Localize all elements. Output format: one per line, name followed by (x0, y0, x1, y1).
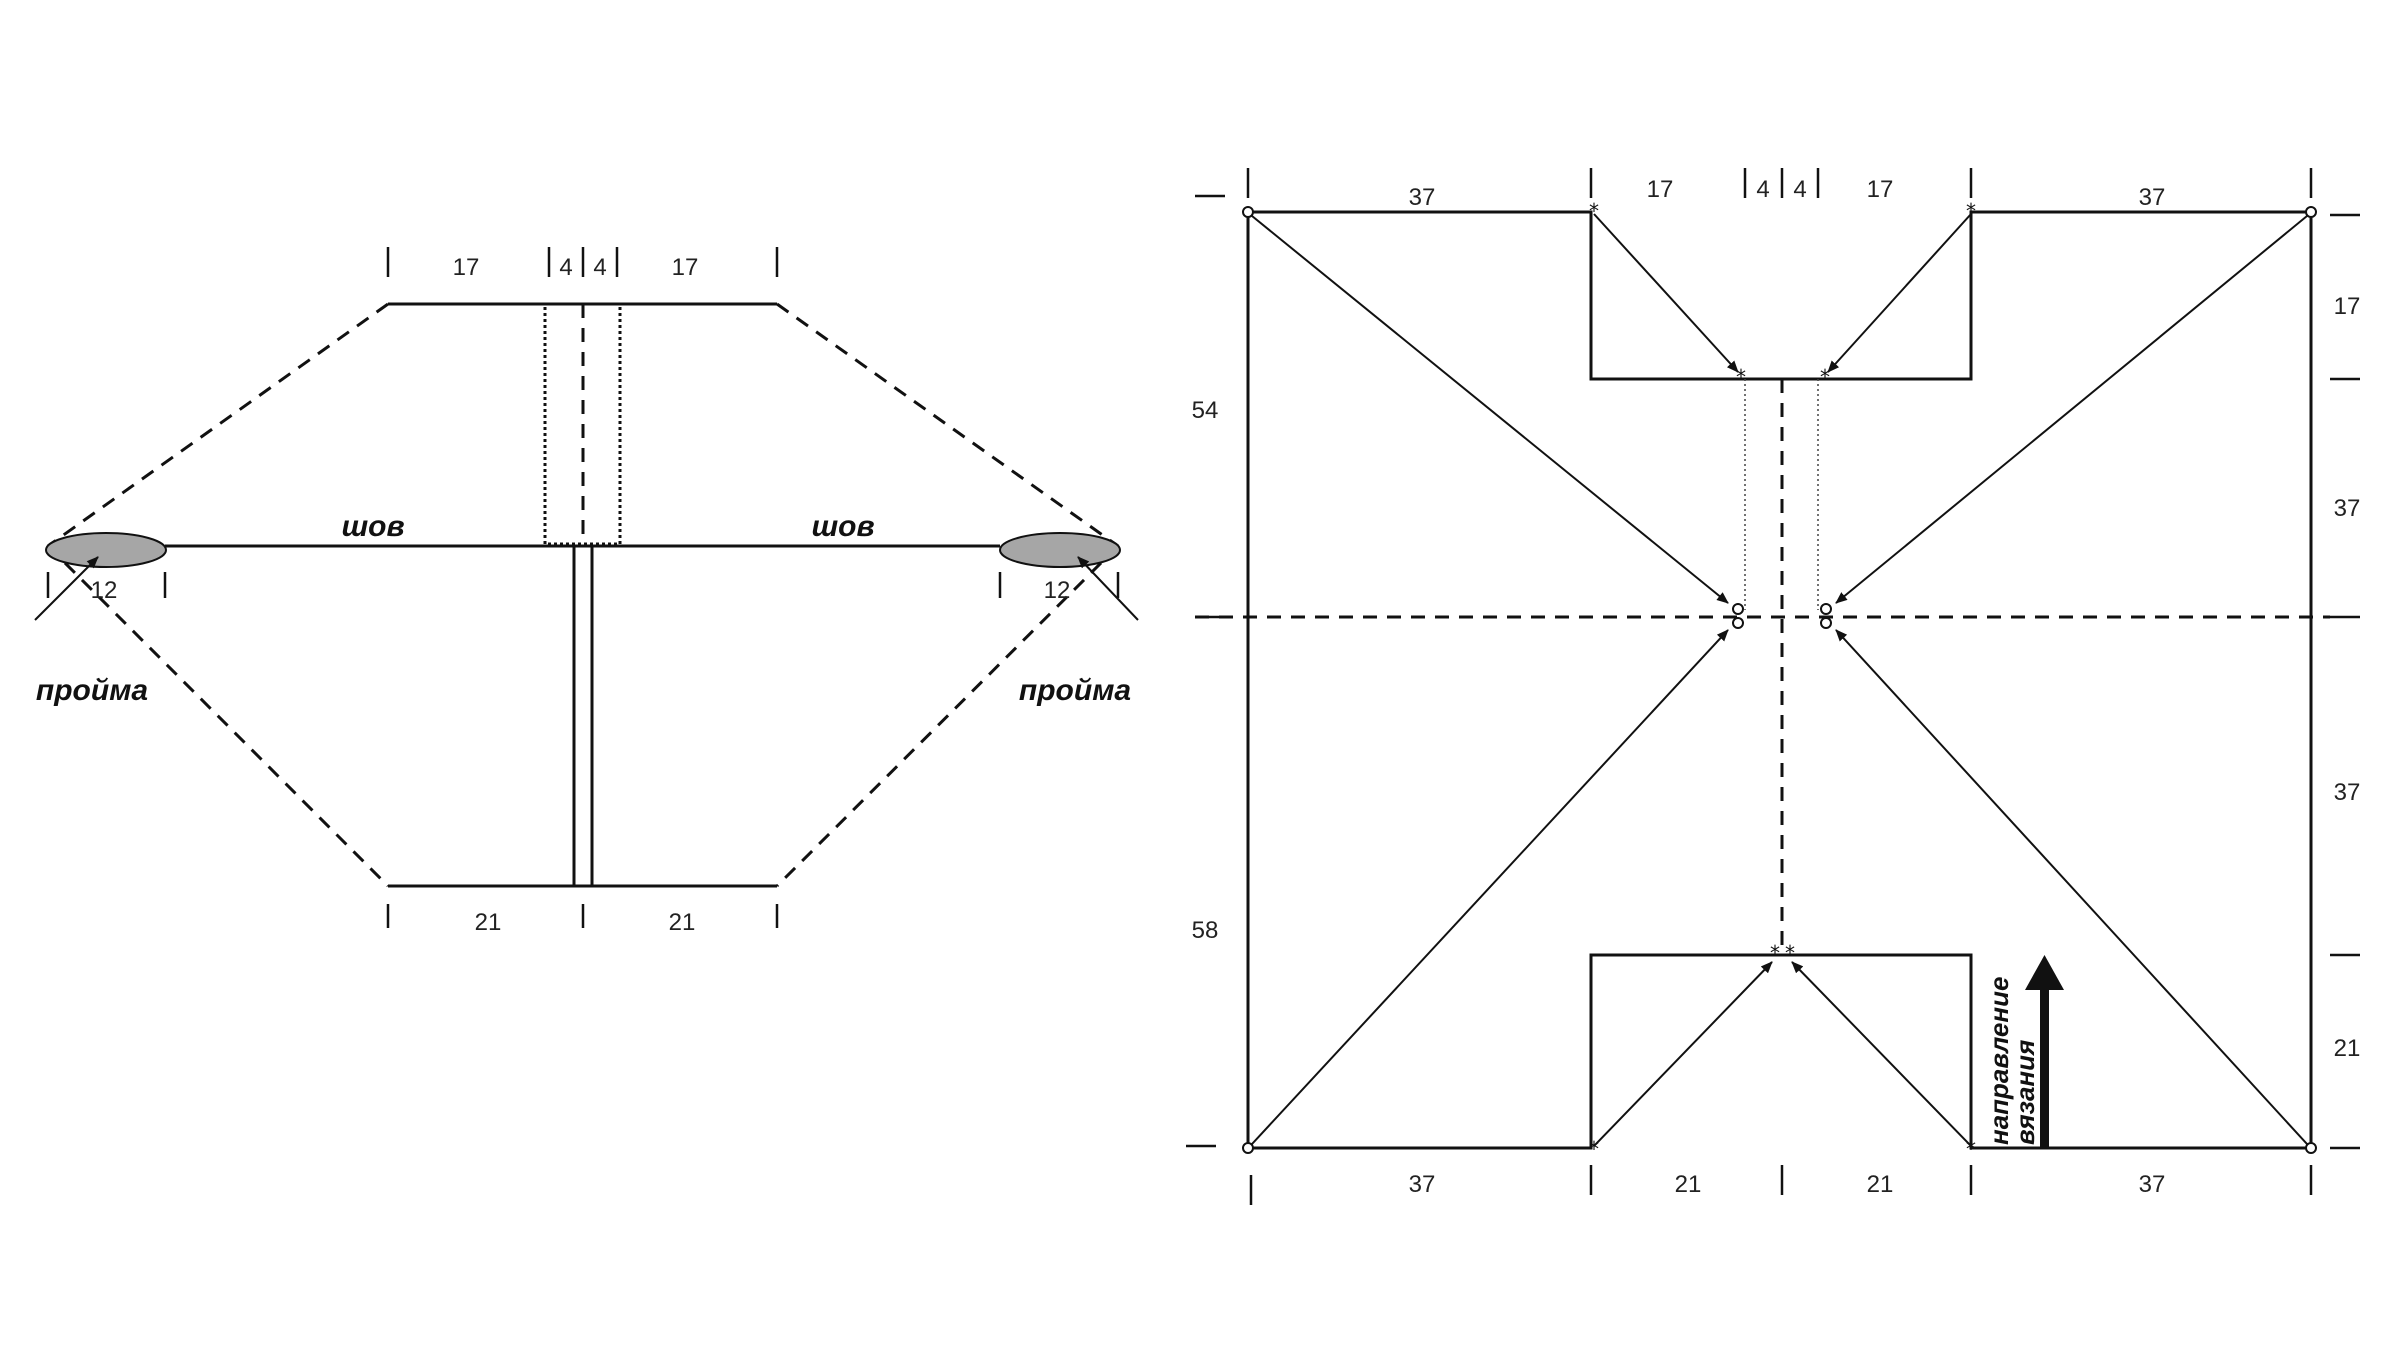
left-bottom-dim-1: 21 (475, 909, 502, 936)
direction-arrow-icon (2025, 955, 2064, 990)
direction-arrow-shaft (2040, 985, 2049, 1148)
left-armhole-label: пройма (36, 674, 148, 707)
right-top-dim-2: 17 (1647, 176, 1674, 203)
left-armhole-arrow (34, 556, 99, 621)
right-left-side-dim-2: 58 (1192, 917, 1219, 944)
right-outer-outline (1246, 210, 2313, 1150)
right-top-dim-5: 17 (1867, 176, 1894, 203)
direction-label-line2: вязания (2010, 1040, 2040, 1145)
knitting-direction-indicator: направление вязания (1984, 955, 2064, 1148)
arrow-bottom-right-diagonal (1835, 629, 2308, 1145)
corner-circle-top-left (1242, 206, 1254, 218)
right-armhole-ellipse (999, 532, 1121, 568)
star-marker: * (1589, 199, 1599, 223)
center-circle-left-upper (1732, 603, 1744, 615)
center-circle-left-lower (1732, 617, 1744, 629)
star-marker: * (1966, 199, 1976, 223)
star-marker: * (1736, 365, 1746, 389)
star-marker: * (1966, 1137, 1976, 1161)
right-top-dim-3: 4 (1756, 176, 1769, 203)
left-lower-left-slope (46, 544, 390, 888)
arrow-top-right-diagonal (1835, 215, 2308, 604)
right-left-side-dim-1: 54 (1192, 397, 1219, 424)
right-right-side-dim-3: 37 (2334, 779, 2361, 806)
right-armhole-arrow (1077, 556, 1139, 621)
right-right-side-dim-1: 17 (2334, 293, 2361, 320)
left-seam-label: шов (341, 510, 404, 543)
right-top-ticks (1246, 168, 2313, 198)
arrow-hem-left (1593, 961, 1773, 1147)
center-circle-right-lower (1820, 617, 1832, 629)
left-armhole-dim: 12 (91, 577, 118, 604)
right-bottom-dim-3: 21 (1867, 1171, 1894, 1198)
corner-circle-bottom-left (1242, 1142, 1254, 1154)
arrow-neck-right (1827, 213, 1972, 373)
left-pattern: 17 4 4 17 12 12 шов (34, 247, 1139, 936)
left-armhole-ellipse (45, 532, 167, 568)
left-upper-left-slope (47, 302, 389, 548)
right-top-dim-4: 4 (1793, 176, 1806, 203)
corner-circle-bottom-right (2305, 1142, 2317, 1154)
left-upper-right-slope (776, 302, 1119, 548)
right-bottom-dim-2: 21 (1675, 1171, 1702, 1198)
left-top-dim-4: 17 (672, 254, 699, 281)
right-top-dim-6: 37 (2139, 184, 2166, 211)
left-top-dim-1: 17 (453, 254, 480, 281)
arrow-hem-right (1791, 961, 1972, 1147)
right-seam-label: шов (811, 510, 874, 543)
right-right-side-dim-2: 37 (2334, 495, 2361, 522)
left-top-dim-2: 4 (559, 254, 572, 281)
star-marker: * (1589, 1137, 1599, 1161)
star-marker: * (1770, 941, 1780, 965)
arrow-bottom-left-diagonal (1251, 629, 1729, 1145)
star-marker: * (1785, 941, 1795, 965)
corner-circle-top-right (2305, 206, 2317, 218)
right-shaping-arrows (1251, 213, 2308, 1147)
right-pattern: 37 17 4 4 17 37 54 58 17 37 37 21 (1186, 168, 2360, 1205)
right-right-side-dim-4: 21 (2334, 1035, 2361, 1062)
left-top-dim-3: 4 (593, 254, 606, 281)
arrow-top-left-diagonal (1251, 215, 1729, 604)
left-top-ticks (386, 247, 779, 277)
right-bottom-dim-1: 37 (1409, 1171, 1436, 1198)
direction-label-line1: направление (1984, 977, 2014, 1145)
right-top-dim-1: 37 (1409, 184, 1436, 211)
right-bottom-dim-4: 37 (2139, 1171, 2166, 1198)
right-armhole-label: пройма (1019, 674, 1131, 707)
arrow-neck-left (1593, 213, 1739, 373)
left-bottom-dim-2: 21 (669, 909, 696, 936)
left-lower-right-slope (775, 544, 1120, 888)
center-circle-right-upper (1820, 603, 1832, 615)
star-marker: * (1820, 365, 1830, 389)
right-armhole-dim: 12 (1044, 577, 1071, 604)
